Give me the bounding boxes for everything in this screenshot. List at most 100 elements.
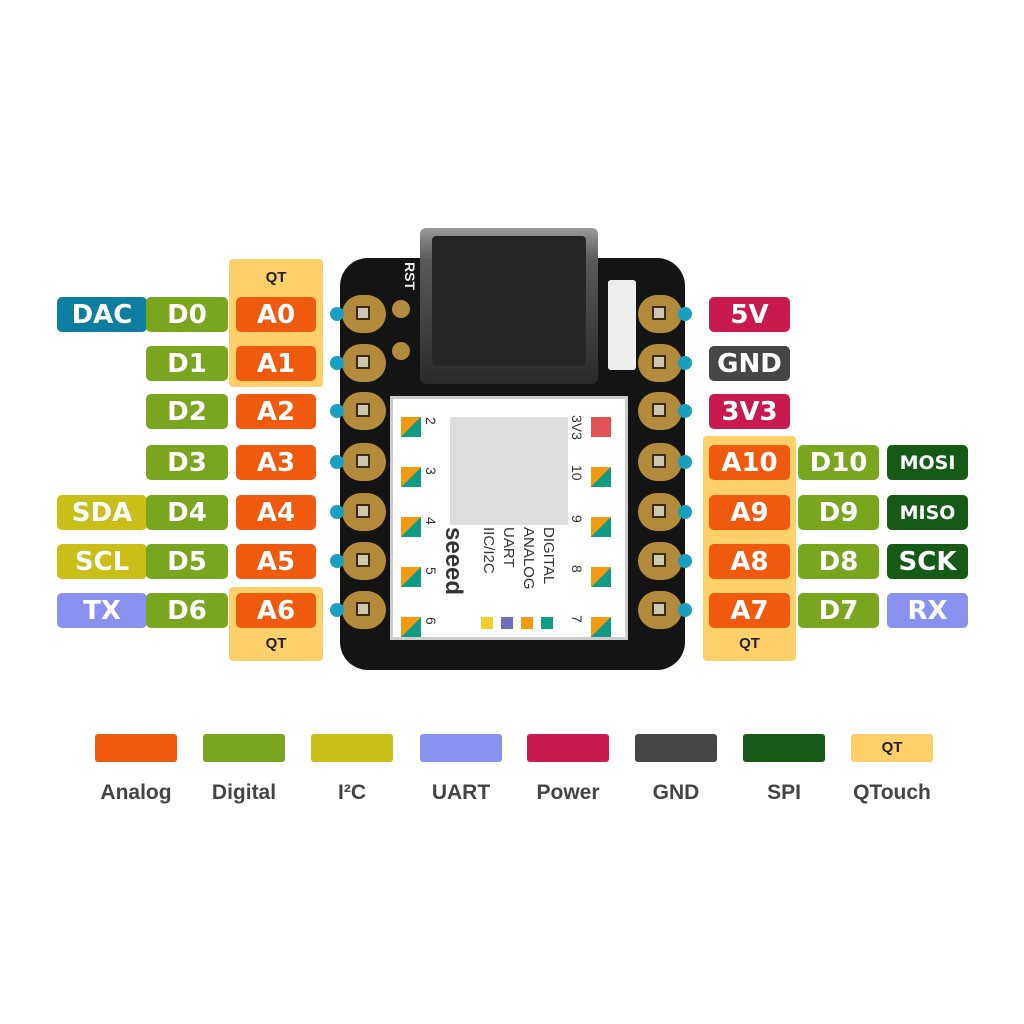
legend-swatch-digital [203, 734, 285, 762]
pin-pad-right [638, 344, 682, 382]
pin-number-right: 9 [569, 515, 585, 523]
pin-label-sck: SCK [887, 544, 968, 579]
pin-marker-left [401, 567, 421, 587]
pin-pad-left [342, 344, 386, 382]
usb-c-connector [420, 228, 598, 384]
pin-marker-left [401, 467, 421, 487]
pin-label-d9: D9 [798, 495, 879, 530]
legend-swatch-gnd [635, 734, 717, 762]
pin-label-a4: A4 [236, 495, 316, 530]
board-legend-swatch [521, 617, 533, 629]
pin-label-d10: D10 [798, 445, 879, 480]
pin-pad-right [638, 493, 682, 531]
rst-pad [392, 300, 410, 318]
pin-pad-right [638, 542, 682, 580]
pin-marker-right [591, 517, 611, 537]
legend-swatch-uart [420, 734, 502, 762]
pin-number-left: 3 [423, 467, 439, 475]
pin-label-a6: A6 [236, 593, 316, 628]
pin-marker-left [401, 617, 421, 637]
pin-pad-right [638, 295, 682, 333]
pin-label-a0: A0 [236, 297, 316, 332]
pin-label-d8: D8 [798, 544, 879, 579]
board-legend-label: UART [500, 527, 517, 568]
pin-label-miso: MISO [887, 495, 968, 530]
pin-label-a9: A9 [709, 495, 790, 530]
pin-marker-left [401, 517, 421, 537]
pin-label-a3: A3 [236, 445, 316, 480]
pin-number-right: 10 [569, 465, 585, 481]
pin-dot-left [330, 404, 344, 418]
legend-label-i2c: I²C [338, 781, 366, 804]
pin-dot-right [678, 554, 692, 568]
pin-pad-right [638, 591, 682, 629]
board-legend-label: DIGITAL [540, 527, 557, 585]
legend-label-spi: SPI [767, 781, 801, 804]
pin-label-a10: A10 [709, 445, 790, 480]
pin-label-a7: A7 [709, 593, 790, 628]
legend-label-gnd: GND [652, 781, 700, 804]
pin-pad-left [342, 443, 386, 481]
pin-pad-left [342, 392, 386, 430]
pin-marker-right [591, 417, 611, 437]
board-legend-label: IIC/I2C [480, 527, 497, 574]
pin-pad-left [342, 542, 386, 580]
pin-number-right: 8 [569, 565, 585, 573]
pin-label-a5: A5 [236, 544, 316, 579]
brand-seeed: seeed [440, 527, 467, 596]
pin-label-d5: D5 [146, 544, 228, 579]
pin-number-left: 6 [423, 617, 439, 625]
board-legend-swatch [481, 617, 493, 629]
pin-label-gnd: GND [709, 346, 790, 381]
pin-label-a8: A8 [709, 544, 790, 579]
legend-swatch-analog [95, 734, 177, 762]
pin-dot-left [330, 603, 344, 617]
pin-dot-right [678, 455, 692, 469]
pin-dot-right [678, 505, 692, 519]
qt-label: QT [265, 635, 287, 652]
legend-label-uart: UART [431, 781, 491, 804]
pin-dot-right [678, 603, 692, 617]
pin-dot-left [330, 455, 344, 469]
rst-silkscreen: RST [402, 262, 418, 290]
pin-number-right: 3V3 [569, 415, 585, 440]
pin-label-a2: A2 [236, 394, 316, 429]
pin-pad-right [638, 392, 682, 430]
pin-number-left: 2 [423, 417, 439, 425]
pin-label-d7: D7 [798, 593, 879, 628]
pin-dot-left [330, 356, 344, 370]
board-legend-label: ANALOG [520, 527, 537, 590]
pin-number-left: 4 [423, 517, 439, 525]
pin-label-scl: SCL [57, 544, 147, 579]
pin-label-d0: D0 [146, 297, 228, 332]
qt-label: QT [265, 269, 287, 286]
pin-pad-right [638, 443, 682, 481]
pin-label-a1: A1 [236, 346, 316, 381]
pin-label-d2: D2 [146, 394, 228, 429]
pin-dot-left [330, 307, 344, 321]
pin-dot-right [678, 356, 692, 370]
board-legend-swatch [501, 617, 513, 629]
pin-label-d6: D6 [146, 593, 228, 628]
legend-swatch-qtouch: QT [851, 734, 933, 762]
pin-label-d1: D1 [146, 346, 228, 381]
pin-dot-left [330, 554, 344, 568]
pin-marker-right [591, 567, 611, 587]
led-area [608, 280, 636, 370]
module-label-area [450, 417, 568, 525]
rst-pad [392, 342, 410, 360]
legend-swatch-power [527, 734, 609, 762]
pin-label-sda: SDA [57, 495, 147, 530]
pin-dot-right [678, 404, 692, 418]
pin-marker-right [591, 617, 611, 637]
legend-swatch-spi [743, 734, 825, 762]
pin-label-tx: TX [57, 593, 147, 628]
pin-pad-left [342, 493, 386, 531]
pin-marker-right [591, 467, 611, 487]
pin-number-left: 5 [423, 567, 439, 575]
pin-dot-right [678, 307, 692, 321]
qt-label: QT [739, 635, 760, 652]
pin-label-rx: RX [887, 593, 968, 628]
legend-swatch-text: QT [881, 739, 903, 756]
